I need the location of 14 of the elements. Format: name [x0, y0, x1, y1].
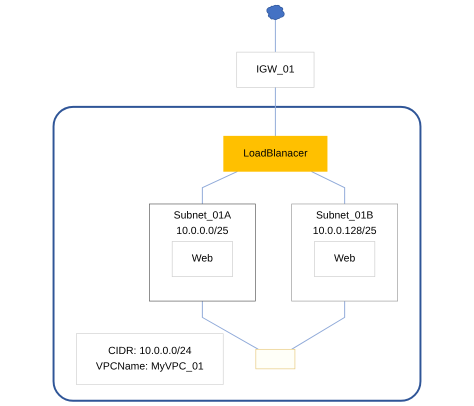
node-box [256, 348, 296, 370]
connector [274, 19, 276, 53]
node-box: IGW_01 [236, 52, 314, 88]
connector [202, 170, 238, 204]
connector [310, 170, 346, 204]
node-box: Web [172, 241, 233, 277]
node-box: LoadBlanacer [223, 136, 328, 172]
connector [202, 300, 259, 350]
node-box: Web [314, 241, 376, 277]
connector [274, 86, 276, 137]
cluster [52, 106, 422, 402]
connector [291, 300, 346, 350]
node-cloud [266, 4, 285, 20]
node-box: CIDR: 10.0.0.0/24 VPCName: MyVPC_01 [76, 333, 224, 385]
